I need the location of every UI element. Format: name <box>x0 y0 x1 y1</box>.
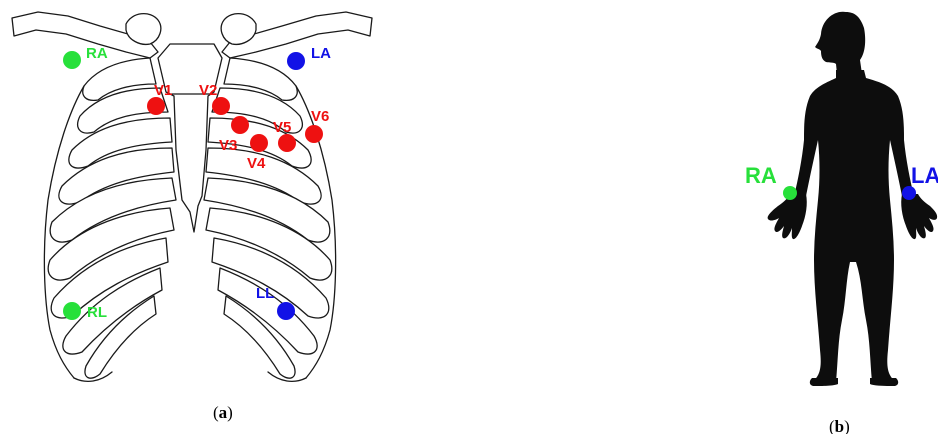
electrode-la-label: LA <box>311 45 331 62</box>
electrode-v4-dot <box>250 134 268 152</box>
electrode-ra-label: RA <box>86 45 108 62</box>
electrode-v5-dot <box>278 134 296 152</box>
limb-electrode-ra-label: RA <box>745 163 777 188</box>
electrode-v1-dot <box>147 97 165 115</box>
electrode-v6-label: V6 <box>311 108 329 125</box>
electrode-ra: RA <box>63 45 108 69</box>
electrode-v2-label: V2 <box>199 82 217 99</box>
electrode-v1-label: V1 <box>154 82 172 99</box>
electrode-v6-dot <box>305 125 323 143</box>
electrode-ra-dot <box>63 51 81 69</box>
panel-a-caption: (a) <box>213 403 233 422</box>
panel-b-caption-letter: b <box>835 417 844 434</box>
electrode-v3-dot <box>231 116 249 134</box>
panel-a-ribcage-diagram <box>12 12 372 381</box>
panel-b-caption: (b) <box>829 417 850 434</box>
electrode-v5-label: V5 <box>273 119 291 136</box>
electrode-rl-dot <box>63 302 81 320</box>
electrode-rl-label: RL <box>87 304 107 321</box>
limb-electrode-ra-dot <box>783 186 797 200</box>
electrode-v2-dot <box>212 97 230 115</box>
electrode-ll-dot <box>277 302 295 320</box>
electrode-v3-label: V3 <box>219 137 237 154</box>
limb-electrode-ra: RA <box>745 163 797 200</box>
electrode-la-dot <box>287 52 305 70</box>
electrode-v4-label: V4 <box>247 155 266 172</box>
electrode-la: LA <box>287 45 331 70</box>
limb-electrode-la-dot <box>902 186 916 200</box>
limb-electrode-la-label: LA <box>911 163 938 188</box>
electrode-ll-label: LL <box>256 285 274 302</box>
